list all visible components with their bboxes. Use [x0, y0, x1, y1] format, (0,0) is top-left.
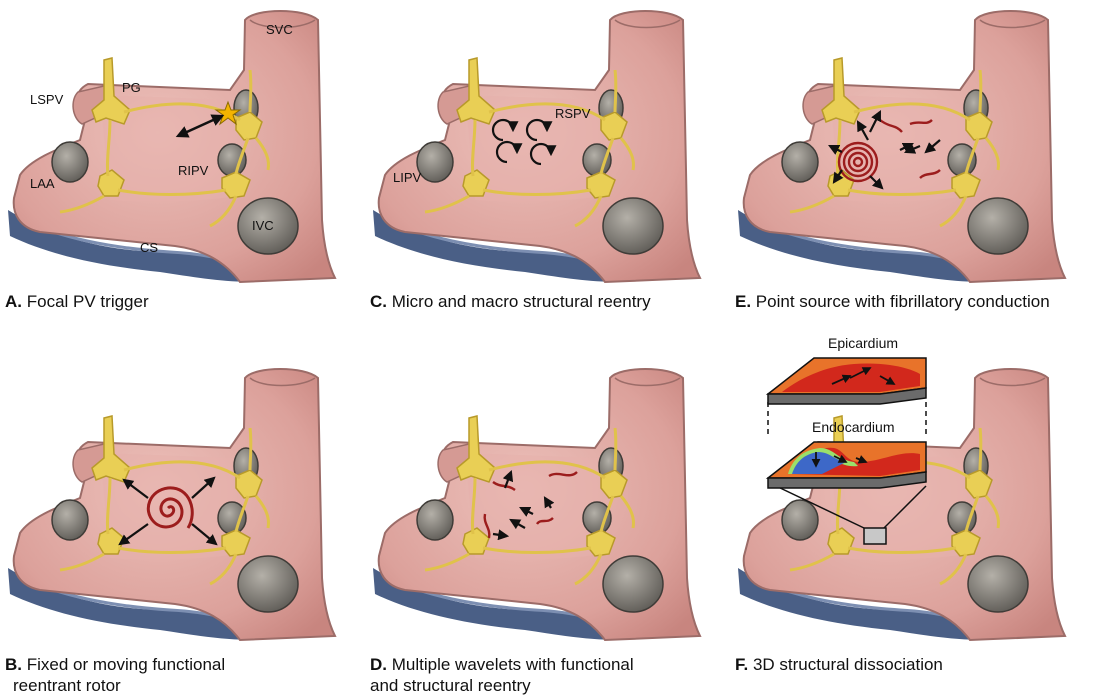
- caption-a-title: Focal PV trigger: [27, 292, 149, 311]
- heart-illustration-c: [373, 11, 700, 282]
- caption-f-letter: F.: [735, 655, 748, 674]
- heart-illustration-a: [8, 11, 335, 282]
- panel-d: [365, 358, 725, 658]
- label-cs: CS: [140, 240, 158, 255]
- label-pg: PG: [122, 80, 141, 95]
- epicardium-slab: [768, 358, 926, 404]
- panel-f: Epicardium Endocardium: [730, 358, 1090, 658]
- panel-e: [730, 0, 1090, 300]
- panel-a-heart: SVC LSPV PG LAA RIPV IVC CS: [0, 0, 360, 290]
- caption-b-title-line2: reentrant rotor: [5, 675, 225, 696]
- panel-d-heart: [365, 358, 725, 648]
- caption-f-title: 3D structural dissociation: [753, 655, 943, 674]
- label-epicardium: Epicardium: [828, 335, 898, 351]
- panel-c: RSPV LIPV: [365, 0, 725, 300]
- endocardium-slab: [768, 442, 926, 488]
- caption-c-title: Micro and macro structural reentry: [392, 292, 651, 311]
- caption-b-title-line1: Fixed or moving functional: [27, 655, 225, 674]
- panel-f-heart: Epicardium Endocardium: [730, 358, 1090, 648]
- caption-e-title: Point source with fibrillatory conductio…: [756, 292, 1050, 311]
- caption-a-letter: A.: [5, 292, 22, 311]
- heart-illustration-f: [738, 369, 1065, 640]
- heart-illustration-e: [738, 11, 1065, 282]
- label-ivc: IVC: [252, 218, 274, 233]
- caption-b: B. Fixed or moving functional reentrant …: [5, 654, 225, 696]
- caption-d-letter: D.: [370, 655, 387, 674]
- caption-d-title-line2: and structural reentry: [370, 675, 634, 696]
- panel-c-heart: RSPV LIPV: [365, 0, 725, 290]
- panel-e-heart: [730, 0, 1090, 290]
- panel-b: [0, 358, 360, 658]
- label-lspv: LSPV: [30, 92, 64, 107]
- caption-e-letter: E.: [735, 292, 751, 311]
- label-lipv: LIPV: [393, 170, 422, 185]
- label-svc: SVC: [266, 22, 293, 37]
- caption-b-letter: B.: [5, 655, 22, 674]
- caption-c: C. Micro and macro structural reentry: [370, 291, 651, 312]
- panel-a: SVC LSPV PG LAA RIPV IVC CS: [0, 0, 360, 300]
- heart-illustration-b: [8, 369, 335, 640]
- caption-d-title-line1: Multiple wavelets with functional: [392, 655, 634, 674]
- panel-b-heart: [0, 358, 360, 648]
- caption-a: A. Focal PV trigger: [5, 291, 149, 312]
- label-rspv: RSPV: [555, 106, 591, 121]
- caption-c-letter: C.: [370, 292, 387, 311]
- label-endocardium: Endocardium: [812, 419, 895, 435]
- magnified-region-box: [864, 528, 886, 544]
- caption-e: E. Point source with fibrillatory conduc…: [735, 291, 1050, 312]
- label-laa: LAA: [30, 176, 55, 191]
- caption-d: D. Multiple wavelets with functional and…: [370, 654, 634, 696]
- label-ripv: RIPV: [178, 163, 209, 178]
- caption-f: F. 3D structural dissociation: [735, 654, 943, 675]
- heart-illustration-d: [373, 369, 700, 640]
